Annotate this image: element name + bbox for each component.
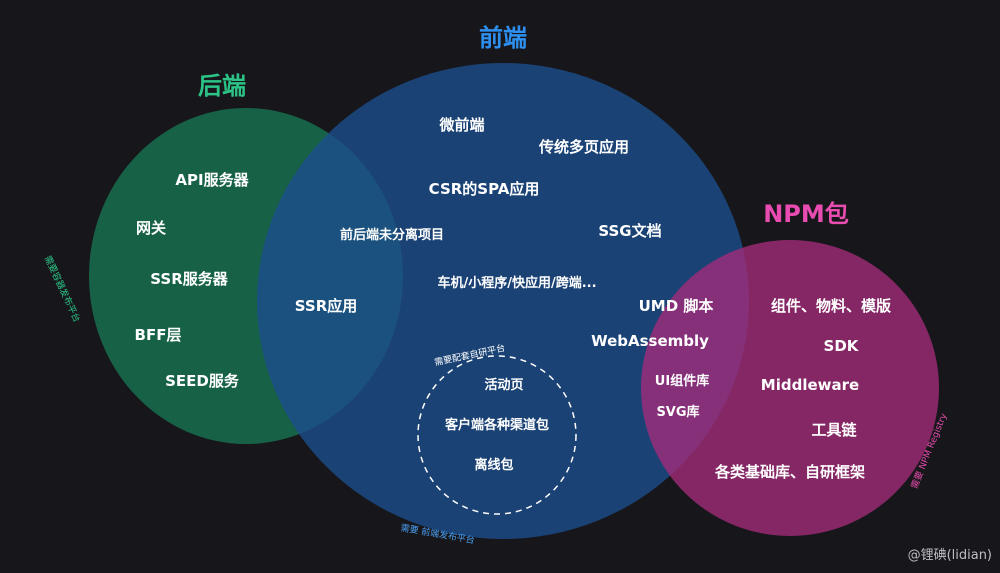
frontend-item-ssg-docs: SSG文档 — [598, 222, 662, 240]
frontend-item-csr-spa: CSR的SPA应用 — [428, 180, 540, 198]
backend-item-api-server: API服务器 — [175, 171, 249, 189]
npm-item-toolchain: 工具链 — [811, 421, 857, 439]
backend-item-seed: SEED服务 — [165, 372, 239, 390]
overlap-item-ssr-app: SSR应用 — [294, 297, 358, 315]
frontend-item-mpa: 传统多页应用 — [538, 138, 630, 156]
npm-item-base-libs: 各类基础库、自研框架 — [714, 463, 866, 481]
npm-item-middleware: Middleware — [760, 376, 860, 394]
self-platform-dashed-circle — [417, 355, 577, 515]
author-credit: @锂碘(lidian) — [907, 548, 992, 563]
overlap-item-non-separated: 前后端未分离项目 — [339, 228, 445, 243]
frontend-title: 前端 — [479, 24, 527, 52]
backend-title: 后端 — [198, 72, 246, 100]
backend-item-gateway: 网关 — [135, 219, 167, 237]
npm-item-components: 组件、物料、模版 — [770, 297, 892, 315]
frontend-circle — [257, 63, 749, 539]
frontend-item-cross-platform: 车机/小程序/快应用/跨端... — [437, 276, 597, 291]
self-platform-item-channel-pkg: 客户端各种渠道包 — [444, 418, 550, 433]
backend-item-ssr-server: SSR服务器 — [150, 270, 228, 288]
frontend-item-micro-frontend: 微前端 — [439, 116, 485, 134]
front-npm-item-svg-lib: SVG库 — [656, 405, 700, 420]
self-platform-item-activity: 活动页 — [484, 378, 524, 393]
npm-circle — [641, 240, 939, 536]
npm-title: NPM包 — [763, 200, 849, 228]
front-npm-item-ui-lib: UI组件库 — [654, 374, 710, 389]
self-platform-item-offline-pkg: 离线包 — [474, 458, 514, 473]
frontend-item-wasm: WebAssembly — [591, 332, 709, 350]
backend-item-bff: BFF层 — [134, 326, 182, 344]
npm-item-sdk: SDK — [823, 337, 859, 355]
frontend-item-umd: UMD 脚本 — [638, 297, 714, 315]
